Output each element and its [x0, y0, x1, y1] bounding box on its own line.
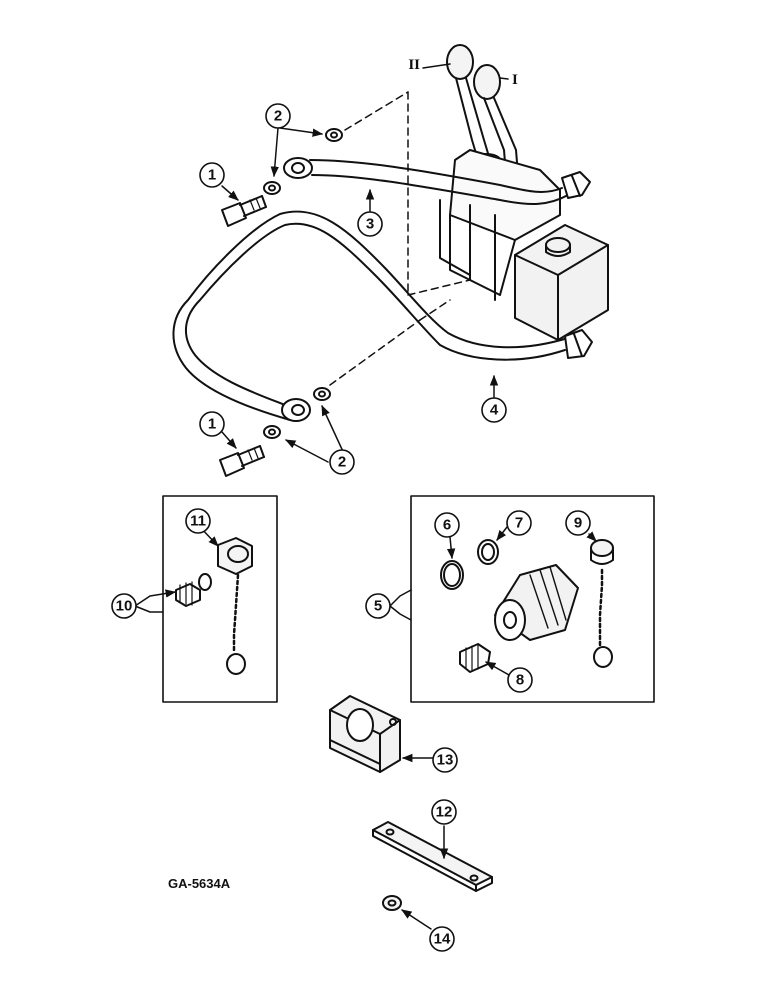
kit-5-parts	[440, 539, 614, 673]
control-valve	[439, 44, 609, 341]
callout-5: 5	[374, 598, 382, 615]
kit-10-parts	[175, 537, 253, 675]
strap-12	[372, 821, 493, 892]
callout-9: 9	[574, 515, 582, 532]
callout-14: 14	[434, 931, 451, 948]
callout-10: 10	[116, 598, 133, 615]
callout-circles	[111, 103, 591, 952]
alignment-lines	[329, 91, 471, 386]
callout-8: 8	[516, 672, 524, 689]
callout-4: 4	[490, 402, 499, 419]
callout-2-upper: 2	[274, 108, 282, 125]
drawing-reference: GA-5634A	[168, 876, 231, 891]
kit-5-frame	[410, 495, 655, 703]
callout-2-lower: 2	[338, 454, 346, 471]
callout-1-lower: 1	[208, 416, 216, 433]
washer-14	[382, 895, 402, 911]
lever-label-ii: II	[408, 57, 420, 73]
callout-12: 12	[436, 804, 453, 821]
callout-6: 6	[443, 517, 451, 534]
lower-fasteners	[219, 387, 331, 477]
lever-knob-i	[473, 64, 501, 100]
callout-3: 3	[366, 216, 374, 233]
callout-1-upper: 1	[208, 167, 216, 184]
lever-knob-ii	[446, 44, 474, 80]
tube-4	[172, 210, 593, 422]
clamp-13	[329, 695, 401, 773]
callout-13: 13	[437, 752, 454, 769]
upper-fasteners	[221, 128, 343, 227]
lever-label-i: I	[512, 72, 518, 88]
callout-11: 11	[190, 513, 206, 530]
callout-7: 7	[515, 515, 523, 532]
tube-3	[283, 157, 591, 206]
kit-10-frame	[162, 495, 278, 703]
